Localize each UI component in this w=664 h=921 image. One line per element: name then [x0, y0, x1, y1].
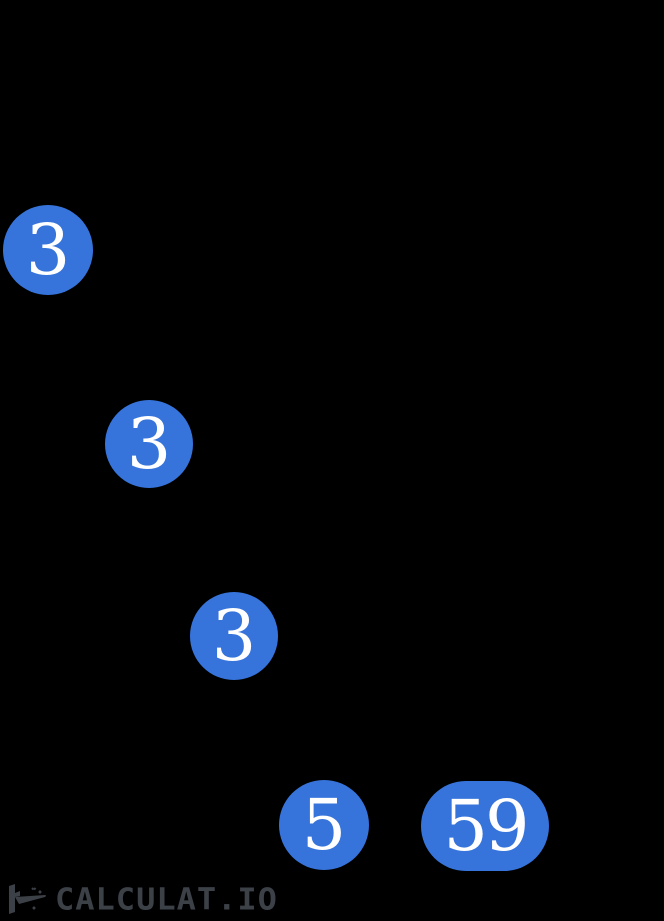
watermark-brand-text: CALCULAT.IO	[55, 880, 278, 918]
paper-plane-sparkles-icon	[9, 884, 46, 914]
factor-node: 5	[279, 780, 369, 870]
watermark: CALCULAT.IO	[5, 883, 278, 915]
factor-node: 3	[190, 592, 278, 680]
factor-node-value: 5	[301, 784, 347, 866]
factor-node-value: 3	[211, 595, 257, 677]
factor-node-value: 59	[443, 785, 529, 867]
factor-node-value: 3	[25, 209, 71, 291]
factor-node: 3	[3, 205, 93, 295]
factor-node: 3	[105, 400, 193, 488]
factor-node-value: 3	[126, 403, 172, 485]
factor-node: 59	[421, 781, 549, 871]
